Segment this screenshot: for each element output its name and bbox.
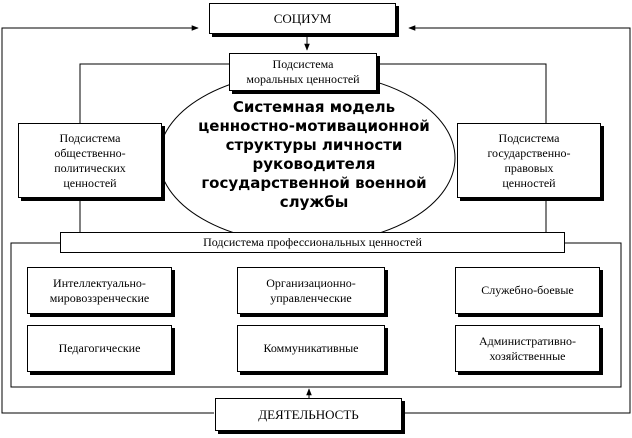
activity-box: ДЕЯТЕЛЬНОСТЬ xyxy=(215,398,402,431)
model-title: Системная модель ценностно-мотивационной… xyxy=(198,98,430,211)
state-legal-subsystem-box: Подсистема государственно- правовых ценн… xyxy=(457,123,601,198)
moral-subsystem-box: Подсистема моральных ценностей xyxy=(229,53,377,91)
left-feedback-line xyxy=(1,25,214,414)
service-combat-box: Служебно-боевые xyxy=(455,267,600,314)
communicative-box: Коммуникативные xyxy=(237,325,385,372)
right-feedback-line xyxy=(404,25,631,414)
professional-subsystem-box: Подсистема профессиональных ценностей xyxy=(60,232,565,253)
organizational-managerial-box: Организационно- управленческие xyxy=(237,267,385,314)
pedagogical-box: Педагогические xyxy=(27,325,172,372)
administrative-economic-box: Административно- хозяйственные xyxy=(455,325,600,372)
intellectual-worldview-box: Интеллектуально- мировоззренческие xyxy=(27,267,172,314)
socium-box: СОЦИУМ xyxy=(209,3,396,34)
social-political-subsystem-box: Подсистема общественно- политических цен… xyxy=(18,123,162,198)
